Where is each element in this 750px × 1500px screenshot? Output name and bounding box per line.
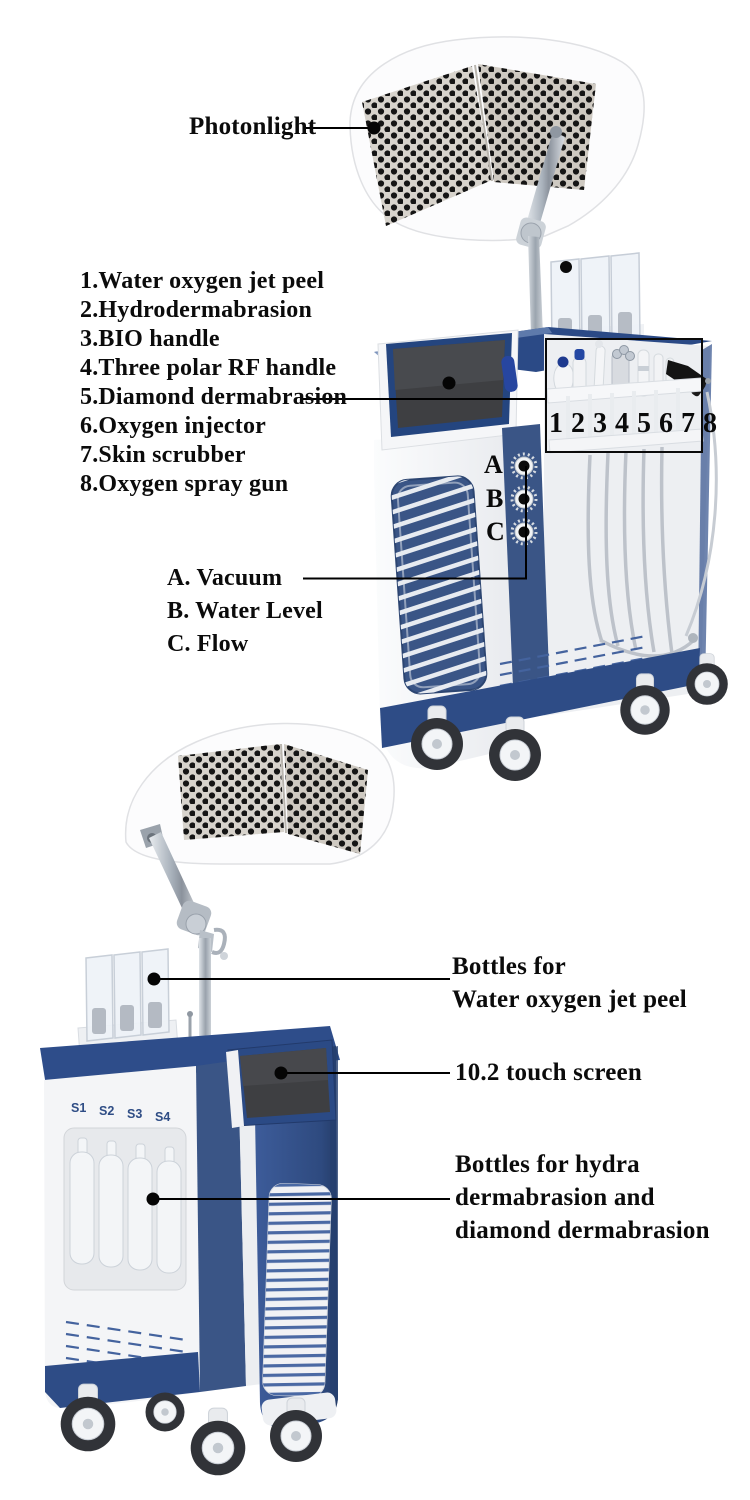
handle-list-item-5: 5.Diamond dermabrasion <box>80 384 348 410</box>
bottles-label-line2: Water oxygen jet peel <box>452 986 687 1013</box>
machine-bottom-view <box>40 722 395 1476</box>
handle-list-item-6: 6.Oxygen injector <box>80 413 267 439</box>
slot-label-s1: S1 <box>71 1101 87 1115</box>
photonlight-label: Photonlight <box>189 113 317 140</box>
caster-wheels-bottom-view <box>60 1383 322 1476</box>
led-grid-left <box>362 66 492 226</box>
knob-letter-c: C <box>486 517 505 546</box>
handle-tubes-icon <box>586 446 696 658</box>
photonlight-head-bottom-icon <box>124 722 395 865</box>
machine2-deck <box>40 1026 340 1086</box>
handle-rack <box>501 340 711 454</box>
touch-screen-console-2 <box>226 1039 337 1128</box>
abc-legend-flow: C. Flow <box>167 631 249 657</box>
base-band <box>380 648 700 748</box>
screen-anchor-dot-bottom <box>274 1066 288 1080</box>
knob-letter-a: A <box>484 450 503 479</box>
hydra-label-line1: Bottles for hydra <box>455 1151 640 1178</box>
handle-list: 1.Water oxygen jet peel 2.Hydrodermabras… <box>80 267 347 499</box>
slot-label-s2: S2 <box>99 1104 115 1118</box>
hydra-label-line2: dermabrasion and <box>455 1184 655 1211</box>
led-grid-right-2 <box>284 744 368 854</box>
photonlight-anchor-dot <box>367 121 381 135</box>
handle-list-item-7: 7.Skin scrubber <box>80 442 246 468</box>
control-knobs <box>510 452 538 546</box>
handle-list-item-2: 2.Hydrodermabrasion <box>80 297 313 323</box>
knob-letter-b: B <box>486 484 504 513</box>
led-grid-right <box>478 64 596 190</box>
handle-list-item-3: 3.BIO handle <box>80 326 220 352</box>
rack-numbers: 1 2 3 4 5 6 7 8 <box>549 408 718 439</box>
vent-grille-2 <box>262 1182 332 1398</box>
hydra-bottles-label: Bottles for hydra dermabrasion and diamo… <box>455 1148 710 1247</box>
hydra-label-line3: diamond dermabrasion <box>455 1217 710 1244</box>
glass-bottle-icon <box>69 1151 95 1265</box>
bottles-label: Bottles for Water oxygen jet peel <box>452 950 687 1016</box>
handle-list-item-8: 8.Oxygen spray gun <box>80 471 289 497</box>
jet-peel-bottles-bottom-icon <box>77 948 179 1057</box>
touch-screen-label: 10.2 touch screen <box>455 1059 642 1086</box>
handles-highlight-box <box>545 338 703 453</box>
abc-legend: A. Vacuum B. Water Level C. Flow <box>167 562 323 661</box>
abc-legend-water-level: B. Water Level <box>167 598 323 624</box>
handle-list-item-1: 1.Water oxygen jet peel <box>80 268 325 294</box>
bottles-anchor-dot <box>147 972 161 986</box>
screen-anchor-dot-top <box>442 376 456 390</box>
hydra-anchor-dot <box>146 1192 160 1206</box>
abc-legend-vacuum: A. Vacuum <box>167 565 283 591</box>
hydra-bottles-panel <box>63 1127 187 1291</box>
slot-label-s4: S4 <box>155 1110 171 1124</box>
vent-panel <box>390 475 488 695</box>
gun-cable-icon <box>684 391 718 637</box>
bottle-marker-dot <box>560 261 572 273</box>
abc-leader-line <box>303 466 527 580</box>
led-grid-left-2 <box>178 744 284 840</box>
caster-wheels-top-view <box>411 653 728 781</box>
slot-label-s3: S3 <box>127 1107 143 1121</box>
photonlight-head-icon <box>349 36 645 242</box>
support-arm-icon <box>516 126 565 338</box>
bottles-label-line1: Bottles for <box>452 953 566 980</box>
handle-list-item-4: 4.Three polar RF handle <box>80 355 337 381</box>
